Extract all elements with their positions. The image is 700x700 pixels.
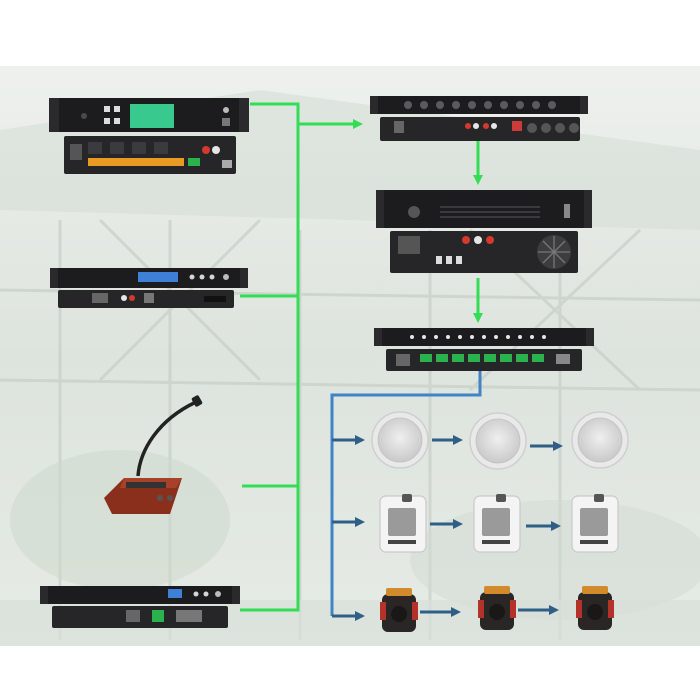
horn-speaker-icon	[576, 586, 614, 630]
mic-gooseneck	[136, 400, 197, 477]
lcd-screen	[138, 272, 178, 282]
ceiling-speaker-icon	[371, 411, 429, 469]
paging-microphone	[104, 395, 203, 514]
speaker-grid	[371, 411, 629, 632]
ceiling-speaker-icon	[571, 411, 629, 469]
horn-speaker-icon	[380, 588, 418, 632]
horn-speaker-icon	[478, 586, 516, 630]
wall-speaker-icon	[571, 494, 619, 553]
blue-speaker-lines	[330, 370, 482, 616]
rear-terminal-block	[88, 142, 200, 166]
ceiling-speaker-icon	[469, 412, 527, 470]
speaker-arrows	[332, 435, 563, 621]
wall-speaker-icon	[473, 494, 521, 553]
lcd-screen	[130, 104, 174, 128]
media-player-unit	[40, 586, 240, 628]
power-amplifier-unit	[376, 190, 592, 273]
control-host-unit	[49, 98, 249, 174]
wall-speaker-icon	[379, 494, 427, 553]
tuner-player-unit	[50, 268, 248, 308]
zone-distributor-unit	[374, 328, 594, 371]
green-signal-lines	[240, 102, 483, 612]
pre-amplifier-unit	[370, 96, 588, 141]
